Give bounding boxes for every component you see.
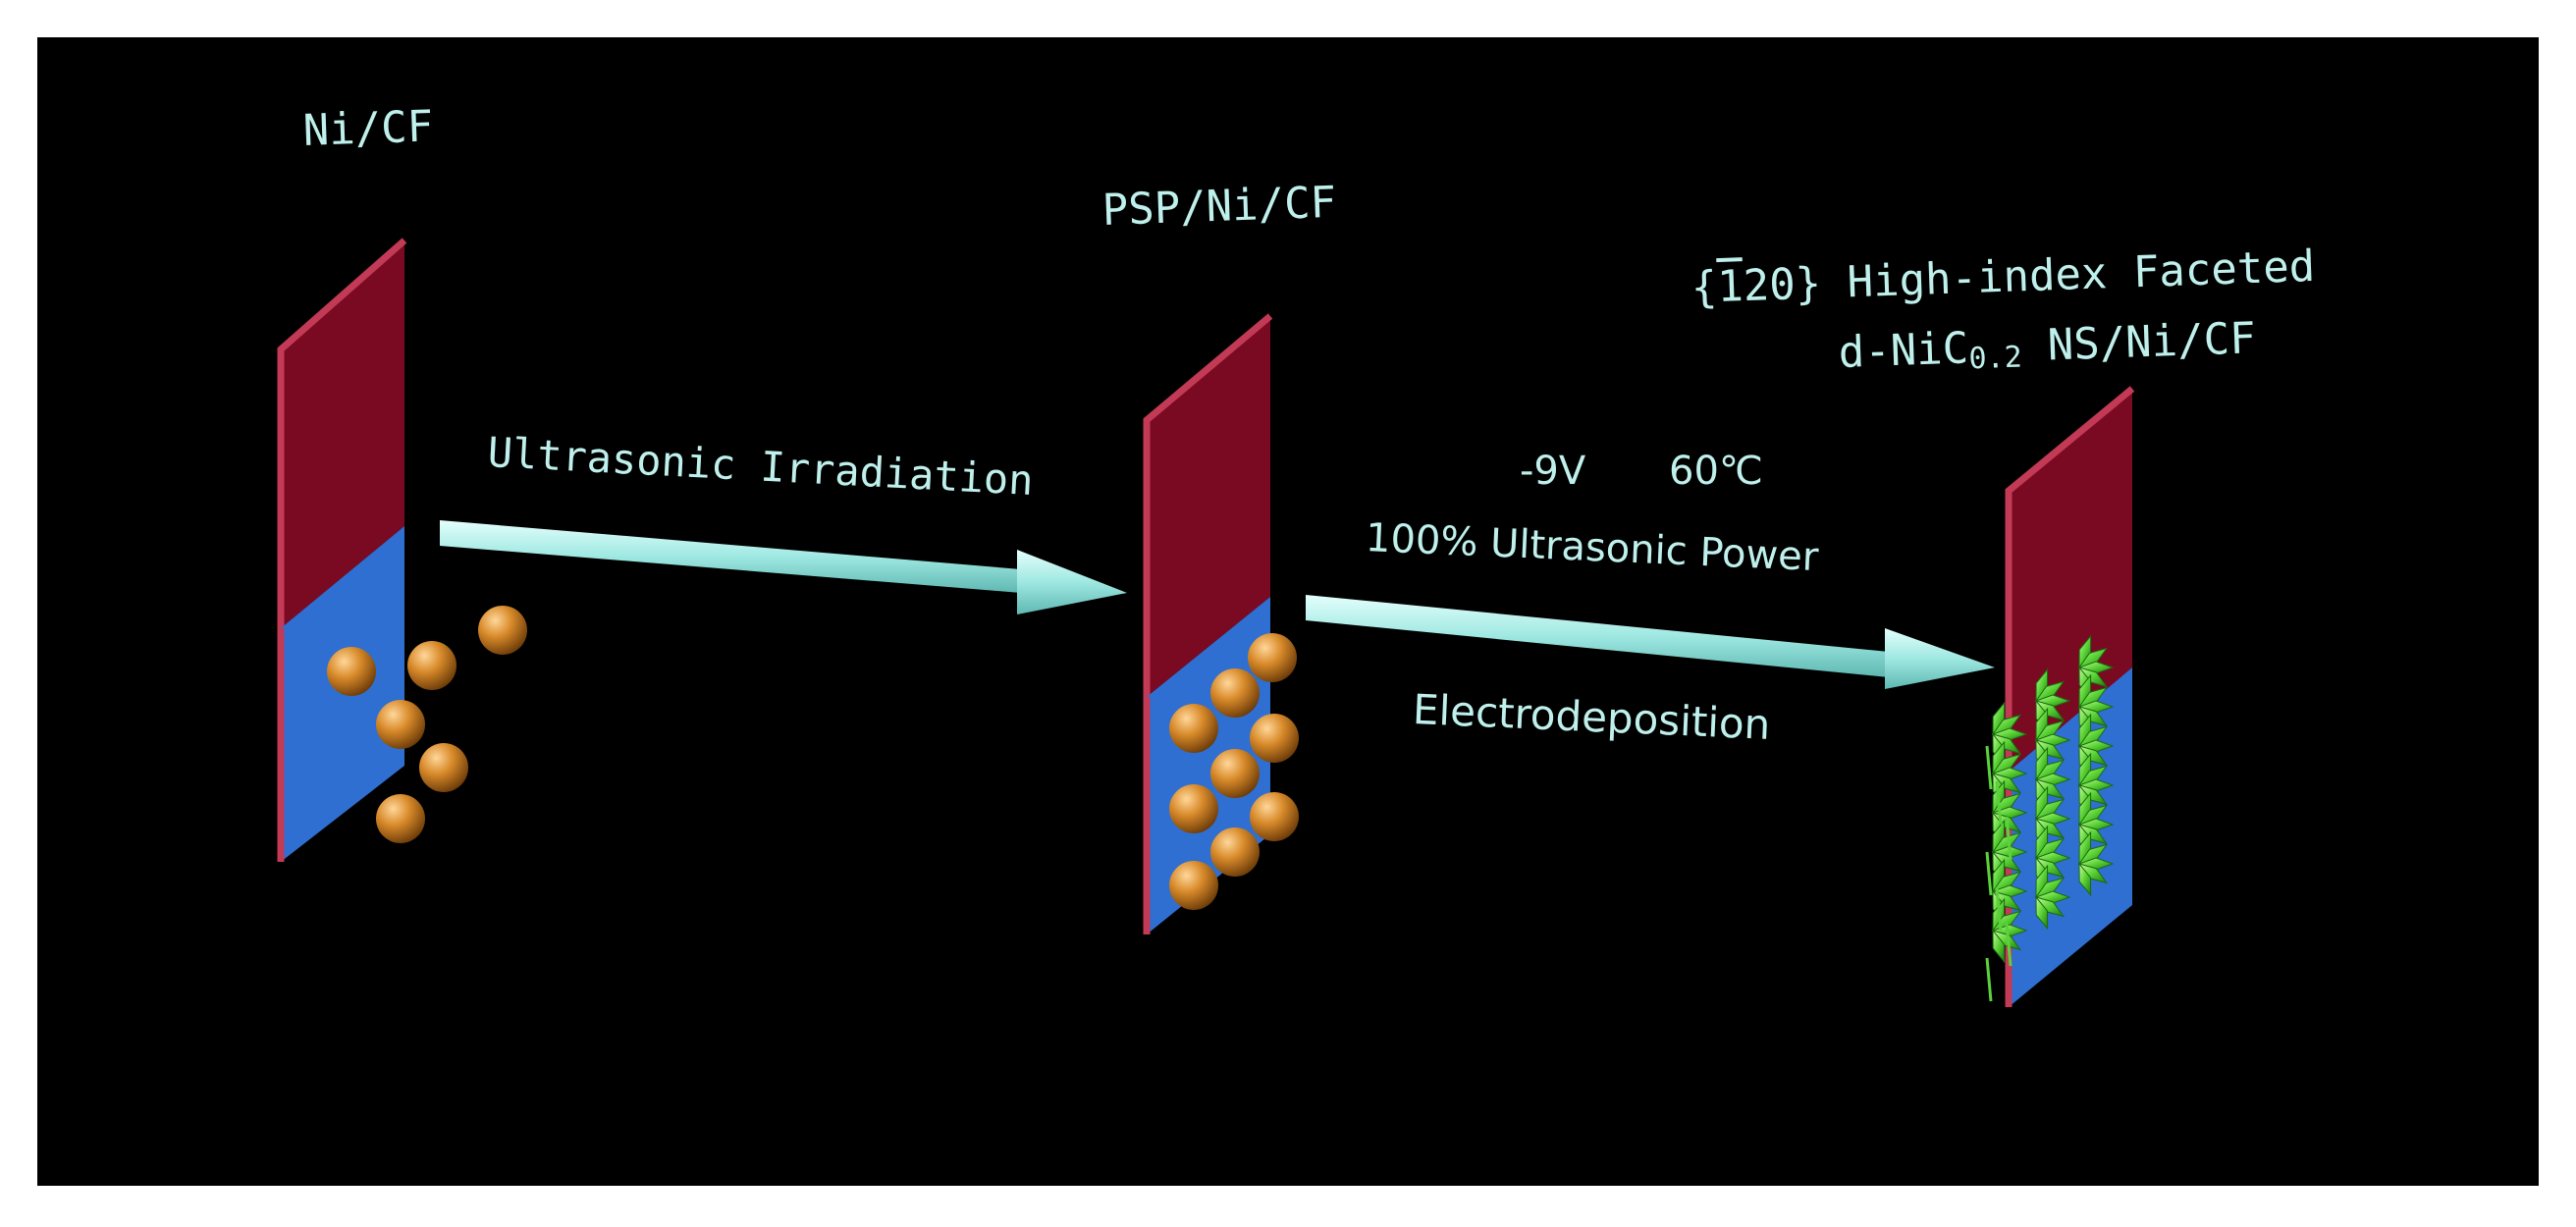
spheres-stage2	[1169, 633, 1299, 910]
nanosheet-sprig	[1985, 851, 1993, 896]
nanosheet-sprig	[1985, 957, 1993, 1002]
arrow-shaft	[440, 520, 1021, 593]
sphere	[1210, 827, 1260, 877]
arrow-electrodeposition	[1306, 595, 1995, 689]
plate-red-face	[2009, 389, 2132, 772]
sphere	[1169, 784, 1218, 833]
spheres-stage1	[327, 606, 527, 843]
nanosheet-cluster	[2034, 864, 2071, 931]
sphere	[419, 743, 468, 792]
nanosheet-leaf	[1992, 929, 2006, 964]
nanosheet-cluster	[2034, 667, 2071, 734]
nanosheet-sprig	[2005, 816, 2012, 861]
formula-subscript: 0.2	[1967, 340, 2023, 377]
plate-nanosheet	[2005, 386, 2135, 1007]
sphere	[1169, 861, 1218, 910]
label-ni-cf: Ni/CF	[301, 101, 435, 156]
sphere	[1248, 633, 1297, 682]
label-psp-ni-cf: PSP/Ni/CF	[1100, 177, 1337, 236]
arrow-head	[1017, 550, 1127, 614]
nanosheet-sprig	[1995, 886, 2003, 932]
plate-red-edge	[1143, 313, 1273, 697]
nanosheet-cluster	[2077, 673, 2115, 740]
sphere	[1210, 749, 1260, 798]
plate-red-face	[1147, 316, 1270, 697]
sphere	[376, 794, 425, 843]
nanosheet-cluster	[2077, 830, 2115, 897]
nanosheet-sprig	[1985, 745, 1993, 790]
plate-ni-cf	[277, 238, 407, 862]
sphere	[1169, 704, 1218, 753]
nanosheet-sprig	[2005, 922, 2012, 967]
formula-suffix: NS/Ni/CF	[2020, 313, 2257, 372]
sphere	[478, 606, 527, 655]
facet-bar-index: 1	[1716, 261, 1744, 313]
sphere	[327, 647, 376, 696]
sphere	[1250, 792, 1299, 841]
arrow-shaft	[1306, 595, 1889, 677]
facet-brace-open: {	[1690, 262, 1719, 313]
nanosheet-array	[1985, 634, 2115, 1002]
nanosheet-sprig	[1995, 780, 2003, 826]
nanosheet-leaf	[2035, 895, 2049, 931]
formula-prefix: d-NiC	[1837, 323, 1970, 378]
label-voltage: -9V	[1520, 449, 1586, 494]
plate-red-edge	[277, 238, 407, 628]
nanosheet-leaf	[2078, 862, 2092, 897]
plate-red-face	[281, 240, 404, 628]
arrow-head	[1885, 628, 1995, 689]
arrow-ultrasonic-irradiation	[440, 520, 1127, 614]
sphere	[1210, 668, 1260, 718]
plate-red-edge	[2005, 386, 2135, 772]
label-temperature: 60℃	[1669, 449, 1763, 494]
sphere	[407, 641, 456, 690]
sphere	[1250, 714, 1299, 763]
sphere	[376, 700, 425, 749]
nanosheet-cluster	[2077, 752, 2115, 819]
